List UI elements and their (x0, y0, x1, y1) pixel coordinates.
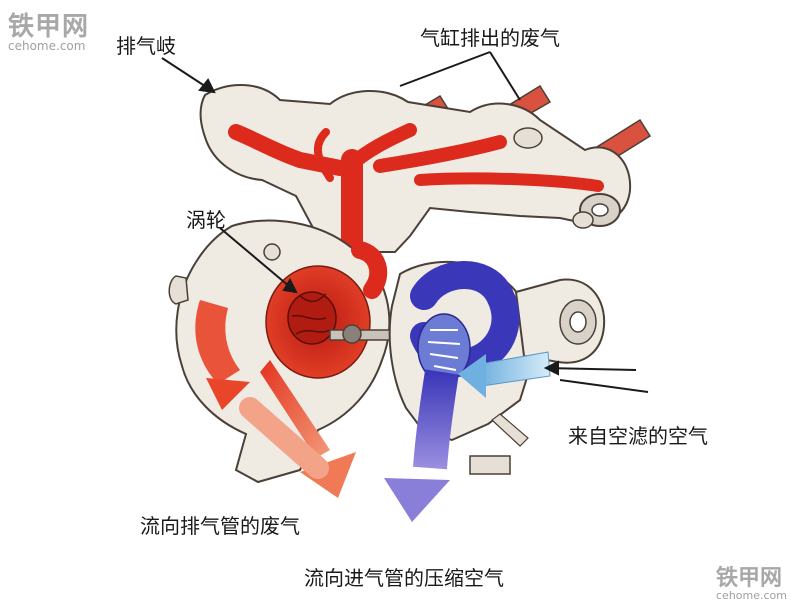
label-exhaust-to-pipe: 流向排气管的废气 (140, 514, 300, 538)
watermark-top-left: 铁甲网 cehome.com (8, 6, 89, 53)
exhaust-outflow (195, 300, 356, 498)
pointer-turbine (219, 227, 297, 293)
pointer-air-filter-1 (545, 367, 637, 371)
turbine-wheel (265, 241, 388, 379)
manifold-hot-gas (228, 123, 604, 271)
label-turbine: 涡轮 (186, 208, 226, 232)
pointer-cylinder-exhaust-2 (489, 51, 521, 101)
pointer-lines (161, 51, 649, 393)
label-air-from-filter: 来自空滤的空气 (568, 424, 708, 448)
watermark-site: cehome.com (8, 39, 86, 53)
watermark-bottom-right: 铁甲网 cehome.com (716, 560, 787, 602)
label-exhaust-manifold: 排气岐 (116, 34, 176, 58)
watermark-brand: 铁甲网 (8, 12, 90, 42)
label-compressed-air-to-intake: 流向进气管的压缩空气 (304, 566, 504, 590)
pointer-cylinder-exhaust-1 (399, 51, 491, 87)
compressor-air-flow (384, 261, 520, 522)
exhaust-manifold (199, 84, 632, 253)
label-cylinder-exhaust: 气缸排出的废气 (420, 26, 560, 50)
turbo-shaft (329, 324, 431, 344)
watermark-site-bottom: cehome.com (716, 589, 787, 602)
pointer-air-filter-2 (559, 379, 649, 393)
watermark-brand-bottom: 铁甲网 (716, 566, 783, 591)
